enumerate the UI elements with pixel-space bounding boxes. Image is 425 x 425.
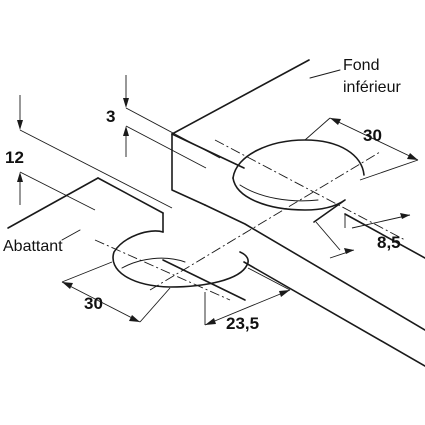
dim-30-bottom-extension-b	[139, 287, 171, 323]
abattant-label: Abattant	[3, 238, 63, 255]
dim-23-5-line	[204, 289, 291, 326]
dim-8-5-label: 8,5	[377, 233, 401, 252]
bottom-panel-hole	[232, 139, 365, 223]
dimension-8-5: 8,5	[315, 213, 411, 259]
dimension-30-bottom: 30	[61, 261, 171, 323]
dimension-3: 3	[106, 75, 221, 169]
dim-30-bottom-arrow-a	[62, 282, 73, 289]
dimension-23-5: 23,5	[204, 267, 291, 333]
axis-line-top-hole	[214, 139, 406, 241]
dim-3-label: 3	[106, 107, 115, 126]
abattant-leader-line	[61, 229, 81, 241]
bottom-panel-top-front-edge	[171, 133, 245, 169]
dim-30-top-extension-a	[304, 117, 331, 141]
dim-12-extension-bottom	[19, 171, 96, 211]
dim-8-5-arrow-a	[400, 213, 410, 219]
bottom-panel-groove-edge	[243, 261, 425, 367]
flap-side-edge	[97, 177, 164, 214]
flap-panel	[7, 177, 246, 301]
bottom-panel-top-back-edge	[171, 59, 310, 135]
dim-30-bottom-extension-a	[61, 261, 113, 283]
dim-8-5-extension	[315, 221, 341, 251]
fond-leader-line	[309, 69, 341, 79]
dim-30-top-arrow-b	[407, 153, 418, 160]
bottom-hole-back-rim	[232, 139, 365, 179]
dim-23-5-arrow-a	[205, 318, 216, 325]
dim-12-extension-top	[19, 129, 173, 209]
flap-hole	[112, 230, 249, 288]
dim-30-bottom-label: 30	[84, 294, 103, 313]
dim-12-arrow-bottom	[17, 172, 23, 182]
dim-3-arrow-top	[123, 98, 129, 108]
dim-8-5-arrow-b	[344, 248, 354, 254]
dim-30-top-label: 30	[363, 126, 382, 145]
bottom-panel-top-right-edge	[344, 213, 425, 259]
dim-23-5-arrow-b	[279, 290, 290, 297]
dim-30-top-extension-b	[359, 159, 419, 181]
axis-line-flap-hole	[94, 239, 231, 301]
callout-abattant: Abattant	[3, 229, 81, 255]
dim-8-5-line	[351, 214, 411, 229]
callout-fond-inferieur: Fond inférieur	[309, 57, 401, 96]
axis-line-main	[149, 151, 381, 291]
dim-23-5-extension-b	[247, 267, 291, 291]
dim-3-extension-top	[125, 107, 221, 159]
dim-3-extension-bottom	[125, 125, 207, 169]
fond-inferieur-label-line1: Fond	[343, 57, 379, 74]
dim-3-arrow-bottom	[123, 126, 129, 136]
bottom-panel-front-face	[171, 133, 206, 206]
flap-hole-rim	[112, 230, 249, 288]
flap-hole-inner-edge	[121, 257, 186, 269]
bottom-panel-bottom-edge	[204, 204, 425, 331]
bottom-hole-front-rim	[232, 177, 346, 223]
dim-30-top-line	[329, 117, 419, 161]
fond-inferieur-label-line2: inférieur	[343, 79, 401, 96]
bottom-hole-inner-edge	[239, 184, 319, 202]
flap-top-back-edge	[7, 177, 99, 229]
dimension-12: 12	[5, 95, 173, 211]
dim-12-arrow-top	[17, 120, 23, 130]
dim-30-bottom-line	[61, 281, 141, 323]
axis-lines	[94, 139, 406, 301]
dim-12-label: 12	[5, 148, 24, 167]
flap-top-front-edge	[162, 259, 246, 301]
bottom-panel	[171, 59, 425, 367]
dim-30-bottom-arrow-b	[129, 315, 140, 322]
dim-23-5-label: 23,5	[226, 314, 259, 333]
dimension-30-top: 30	[304, 117, 419, 181]
dim-30-top-arrow-a	[330, 118, 341, 125]
